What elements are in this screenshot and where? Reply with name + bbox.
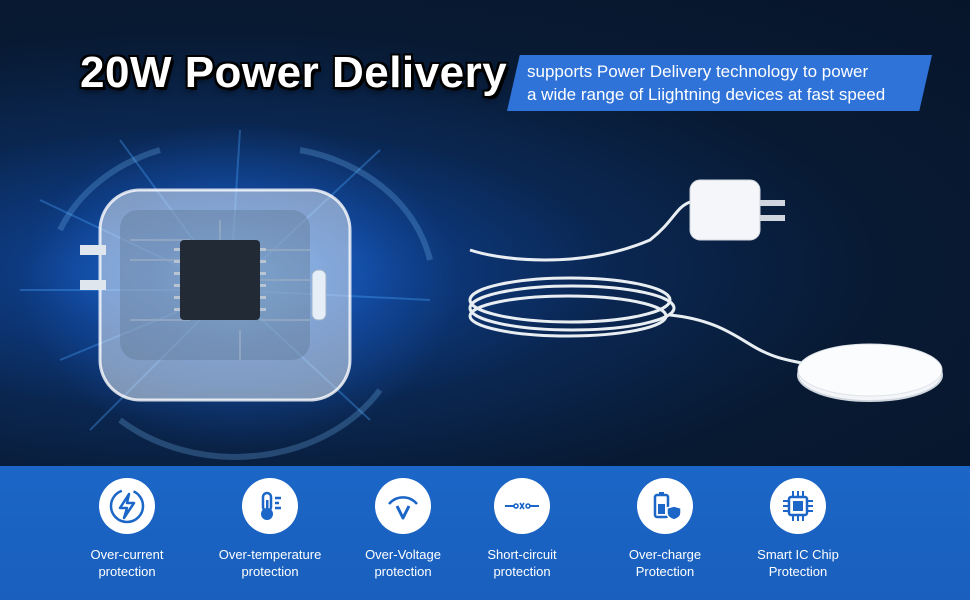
feature-label-line1: Over-Voltage [365, 547, 441, 562]
feature-label-line1: Over-temperature [218, 547, 322, 562]
banner-background [507, 55, 932, 111]
banner-line-1: supports Power Delivery technology to po… [527, 62, 869, 81]
feature-label-line2: Protection [768, 564, 828, 579]
feature-label-line2: protection [374, 564, 432, 579]
hero-section: 20W Power Delivery supports Power Delive… [0, 0, 970, 466]
feature-label-line2: protection [241, 564, 299, 579]
feature-label-line1: Over-current [90, 547, 164, 562]
feature-label-line1: Over-charge [628, 547, 702, 562]
feature-label-line2: protection [493, 564, 551, 579]
feature-label-line2: protection [98, 564, 156, 579]
feature-label-line1: Smart IC Chip [757, 547, 839, 562]
feature-label-line1: Short-circuit [487, 547, 557, 562]
feature-over-voltage: Over-Voltage protection [328, 478, 478, 580]
banner-text: supports Power Delivery technology to po… [527, 60, 927, 106]
circuit-icon [494, 478, 550, 534]
product-illustration [468, 179, 943, 402]
voltage-icon [375, 478, 431, 534]
feature-short-circuit: Short-circuit protection [447, 478, 597, 580]
feature-over-temperature: Over-temperature protection [195, 478, 345, 580]
feature-label-line2: Protection [635, 564, 695, 579]
battery-shield-icon [637, 478, 693, 534]
feature-over-current: Over-current protection [52, 478, 202, 580]
headline: 20W Power Delivery [80, 48, 508, 97]
lightning-icon [99, 478, 155, 534]
banner-line-2: a wide range of Liightning devices at fa… [527, 85, 886, 104]
chip-icon [770, 478, 826, 534]
charger-illustration [80, 188, 352, 402]
thermometer-icon [242, 478, 298, 534]
